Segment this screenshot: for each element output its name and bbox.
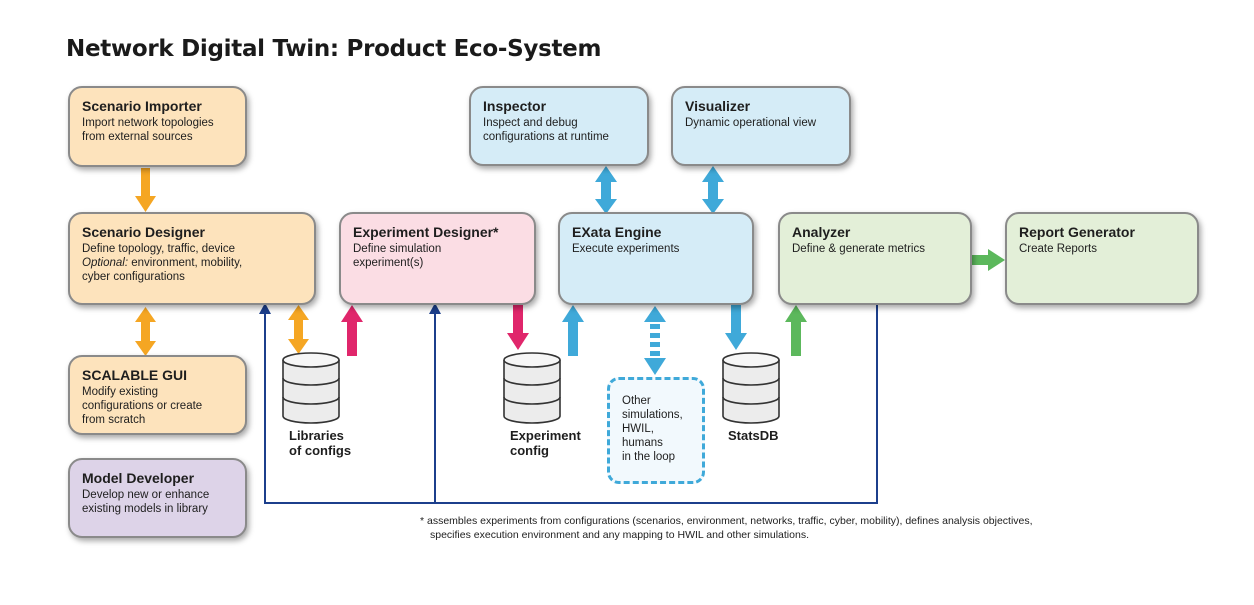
scalable-gui-desc-3: from scratch [82, 414, 146, 426]
scenario-designer-desc-2: Optional: environment, mobility, [82, 256, 302, 270]
inspector-desc-2: configurations at runtime [483, 131, 609, 143]
scalable-gui-title: SCALABLE GUI [82, 367, 187, 383]
scenario-designer-title: Scenario Designer [82, 224, 205, 240]
analyzer-box: Analyzer Define & generate metrics [778, 212, 972, 305]
arrow-config-to-engine [562, 305, 584, 356]
navy-arrowhead-scenario-designer [259, 303, 271, 314]
exata-engine-box: EXata Engine Execute experiments [558, 212, 754, 305]
experiment-config-label-1: Experiment [510, 428, 581, 443]
arrow-importer-to-designer [135, 168, 156, 212]
arrow-engine-to-statsdb [725, 305, 747, 350]
report-generator-desc-1: Create Reports [1019, 243, 1097, 255]
database-icon-experiment-config [503, 352, 561, 424]
scenario-designer-box: Scenario Designer Define topology, traff… [68, 212, 316, 305]
analyzer-title: Analyzer [792, 224, 851, 240]
arrow-libraries-to-experiment-designer [341, 305, 363, 356]
experiment-designer-box: Experiment Designer* Define simulation e… [339, 212, 536, 305]
arrow-analyzer-to-report [972, 249, 1005, 271]
experiment-designer-desc-1: Define simulation [353, 243, 442, 255]
visualizer-desc-1: Dynamic operational view [685, 117, 817, 129]
model-developer-title: Model Developer [82, 470, 195, 486]
scenario-designer-desc-1: Define topology, traffic, device [82, 243, 235, 255]
other-simulations-line-4: humans [622, 437, 663, 449]
scalable-gui-desc-2: configurations or create [82, 400, 203, 412]
other-simulations-line-5: in the loop [622, 451, 676, 463]
arrow-designer-libraries [288, 305, 309, 354]
inspector-box: Inspector Inspect and debug configuratio… [469, 86, 649, 166]
scenario-importer-desc-1: Import network topologies [82, 117, 214, 129]
analyzer-desc-1: Define & generate metrics [792, 243, 925, 255]
arrow-engine-other-simulations-dashed [644, 306, 666, 375]
model-developer-desc-1: Develop new or enhance [82, 489, 210, 501]
inspector-title: Inspector [483, 98, 547, 114]
experiment-config-label-2: config [510, 443, 549, 458]
other-simulations-box: Other simulations, HWIL, humans in the l… [607, 377, 705, 484]
model-developer-desc-2: existing models in library [82, 503, 208, 515]
experiment-designer-desc-2: experiment(s) [353, 257, 424, 269]
scalable-gui-box: SCALABLE GUI Modify existing configurati… [68, 355, 247, 435]
optional-label: Optional: [82, 257, 129, 269]
arrow-statsdb-to-analyzer [785, 305, 807, 356]
libraries-label: Libraries of configs [289, 428, 351, 458]
experiment-designer-title: Experiment Designer* [353, 224, 499, 240]
scenario-importer-desc-2: from external sources [82, 131, 193, 143]
visualizer-title: Visualizer [685, 98, 751, 114]
scalable-gui-desc-1: Modify existing [82, 386, 159, 398]
exata-engine-title: EXata Engine [572, 224, 662, 240]
optional-text: environment, mobility, [128, 257, 243, 269]
footnote: * assembles experiments from configurati… [420, 514, 1220, 542]
exata-engine-desc-1: Execute experiments [572, 243, 680, 255]
report-generator-title: Report Generator [1019, 224, 1135, 240]
model-developer-box: Model Developer Develop new or enhance e… [68, 458, 247, 538]
feedback-line-analyzer-to-designers [264, 305, 878, 504]
scenario-importer-title: Scenario Importer [82, 98, 202, 114]
visualizer-box: Visualizer Dynamic operational view [671, 86, 851, 166]
inspector-desc-1: Inspect and debug [483, 117, 578, 129]
report-generator-box: Report Generator Create Reports [1005, 212, 1199, 305]
experiment-config-label: Experiment config [510, 428, 581, 458]
libraries-label-2: of configs [289, 443, 352, 458]
other-simulations-line-1: Other [622, 395, 651, 407]
statsdb-label: StatsDB [728, 428, 779, 443]
other-simulations-line-3: HWIL, [622, 423, 654, 435]
arrow-experiment-designer-to-config [507, 305, 529, 350]
navy-arrowhead-experiment-designer [429, 303, 441, 314]
arrow-designer-gui [135, 307, 156, 356]
arrow-engine-inspector [595, 166, 617, 214]
scenario-designer-desc-3: cyber configurations [82, 271, 185, 283]
footnote-line-1: * assembles experiments from configurati… [420, 515, 1033, 527]
statsdb-label-1: StatsDB [728, 428, 779, 443]
database-icon-libraries [282, 352, 340, 424]
page-title: Network Digital Twin: Product Eco-System [66, 36, 602, 62]
other-simulations-line-2: simulations, [622, 409, 683, 421]
arrow-engine-visualizer [702, 166, 724, 214]
database-icon-statsdb [722, 352, 780, 424]
scenario-importer-box: Scenario Importer Import network topolog… [68, 86, 247, 167]
libraries-label-1: Libraries [289, 428, 344, 443]
footnote-line-2: specifies execution environment and any … [430, 529, 809, 541]
